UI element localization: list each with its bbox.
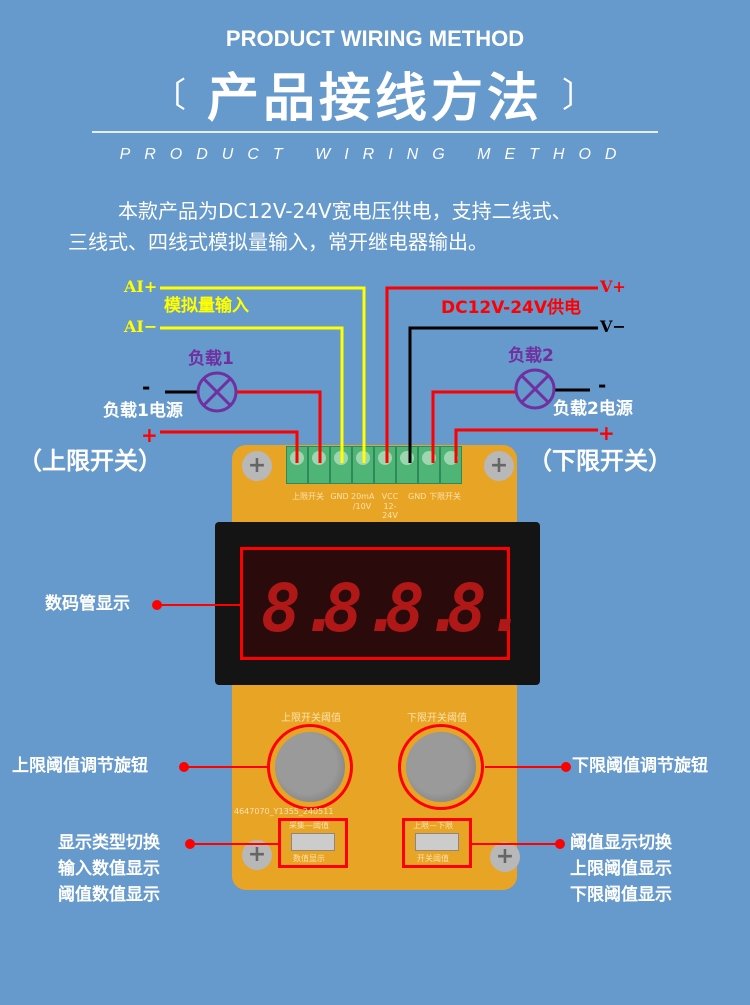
lower-switch-label: （下限开关） — [528, 447, 672, 475]
lower-threshold-knob[interactable] — [406, 732, 476, 802]
load1-minus: - — [142, 375, 151, 399]
terminal — [396, 446, 418, 484]
callout-left-switch-opt1: 输入数值显示 — [58, 859, 160, 879]
terminal-label: 上限开关 — [292, 492, 324, 501]
v-minus-label: V− — [600, 317, 626, 336]
callout-right-switch-title: 阈值显示切换 — [570, 833, 672, 853]
callout-lower-knob: 下限阈值调节旋钮 — [572, 756, 708, 776]
display-type-switch[interactable]: 采集—阈值 数值显示 — [278, 818, 348, 868]
ai-plus-label: AI+ — [124, 277, 158, 296]
switch-top-label: 采集—阈值 — [289, 821, 329, 830]
callout-left-switch-opt2: 阈值数值显示 — [58, 885, 160, 905]
knob2-label: 下限开关阈值 — [407, 713, 467, 724]
threshold-display-switch[interactable]: 上限—下限 开关阈值 — [402, 818, 472, 868]
load2-plus: + — [598, 421, 615, 445]
title-english: PRODUCT WIRING METHOD — [225, 26, 525, 51]
terminal — [330, 446, 352, 484]
switch-slider[interactable] — [291, 833, 335, 851]
lamp-icon — [514, 368, 556, 410]
callout-upper-knob: 上限阈值调节旋钮 — [12, 756, 148, 776]
load2-minus: - — [598, 373, 607, 397]
bracket-left: 〔 — [152, 76, 186, 116]
load1-plus: + — [141, 423, 158, 447]
switch-top-label: 上限—下限 — [413, 821, 453, 830]
wire-v-plus — [385, 286, 598, 463]
bracket-right: 〕 — [562, 76, 596, 116]
terminal-label: GND — [330, 492, 349, 501]
digit: 8. — [323, 570, 403, 647]
load1-label: 负载1 — [188, 349, 234, 369]
knob1-label: 上限开关阈值 — [281, 713, 341, 724]
terminal-label: GND — [408, 492, 427, 501]
wire-load1-pos — [160, 430, 299, 463]
upper-threshold-knob[interactable] — [275, 732, 345, 802]
digit: 8. — [261, 570, 341, 647]
lower-knob-highlight — [398, 724, 484, 810]
terminal-label: 下限开关 — [429, 492, 461, 501]
v-plus-label: V+ — [600, 277, 626, 296]
wire-load2-pos — [454, 428, 598, 463]
description-line1: 本款产品为DC12V-24V宽电压供电，支持二线式、 — [118, 199, 572, 223]
load2-power-label: 负载2电源 — [553, 399, 633, 419]
wire-ai-minus — [160, 326, 344, 463]
upper-knob-highlight — [267, 724, 353, 810]
terminal-label: VCC 12-24V — [381, 492, 399, 521]
switch-slider[interactable] — [415, 833, 459, 851]
wire-ai-plus — [160, 286, 366, 463]
ai-minus-label: AI− — [124, 317, 158, 336]
load2-label: 负载2 — [508, 346, 554, 366]
switch-bottom-label: 数值显示 — [293, 854, 325, 863]
callout-right-switch-opt2: 下限阈值显示 — [570, 885, 672, 905]
digit: 8. — [447, 570, 527, 647]
callout-right-switch-opt1: 上限阈值显示 — [570, 859, 672, 879]
wire-load1 — [236, 390, 322, 463]
divider — [92, 131, 658, 133]
power-supply-label: DC12V-24V供电 — [441, 298, 582, 318]
callout-display: 数码管显示 — [45, 594, 130, 614]
wire-v-minus — [408, 326, 598, 463]
title-chinese: 产品接线方法 — [206, 69, 543, 129]
upper-switch-label: （上限开关） — [18, 447, 162, 475]
pcb-code: 4647070_Y1355_240511 — [234, 807, 334, 816]
terminal-label: 20mA /10V — [351, 492, 375, 511]
screw-icon: + — [490, 842, 520, 872]
callout-left-switch-title: 显示类型切换 — [58, 833, 160, 853]
wire-load2 — [431, 390, 516, 463]
subtitle: PRODUCT WIRING METHOD — [119, 146, 631, 163]
switch-bottom-label: 开关阈值 — [417, 854, 449, 863]
screw-icon: + — [242, 451, 272, 481]
analog-input-label: 模拟量输入 — [164, 296, 249, 316]
display-screen: 8. 8. 8. 8. — [240, 547, 526, 660]
description-line2: 三线式、四线式模拟量输入，常开继电器输出。 — [68, 230, 488, 254]
screw-icon: + — [484, 451, 514, 481]
lamp-icon — [196, 371, 238, 413]
digit: 8. — [385, 570, 465, 647]
load1-power-label: 负载1电源 — [103, 401, 183, 421]
